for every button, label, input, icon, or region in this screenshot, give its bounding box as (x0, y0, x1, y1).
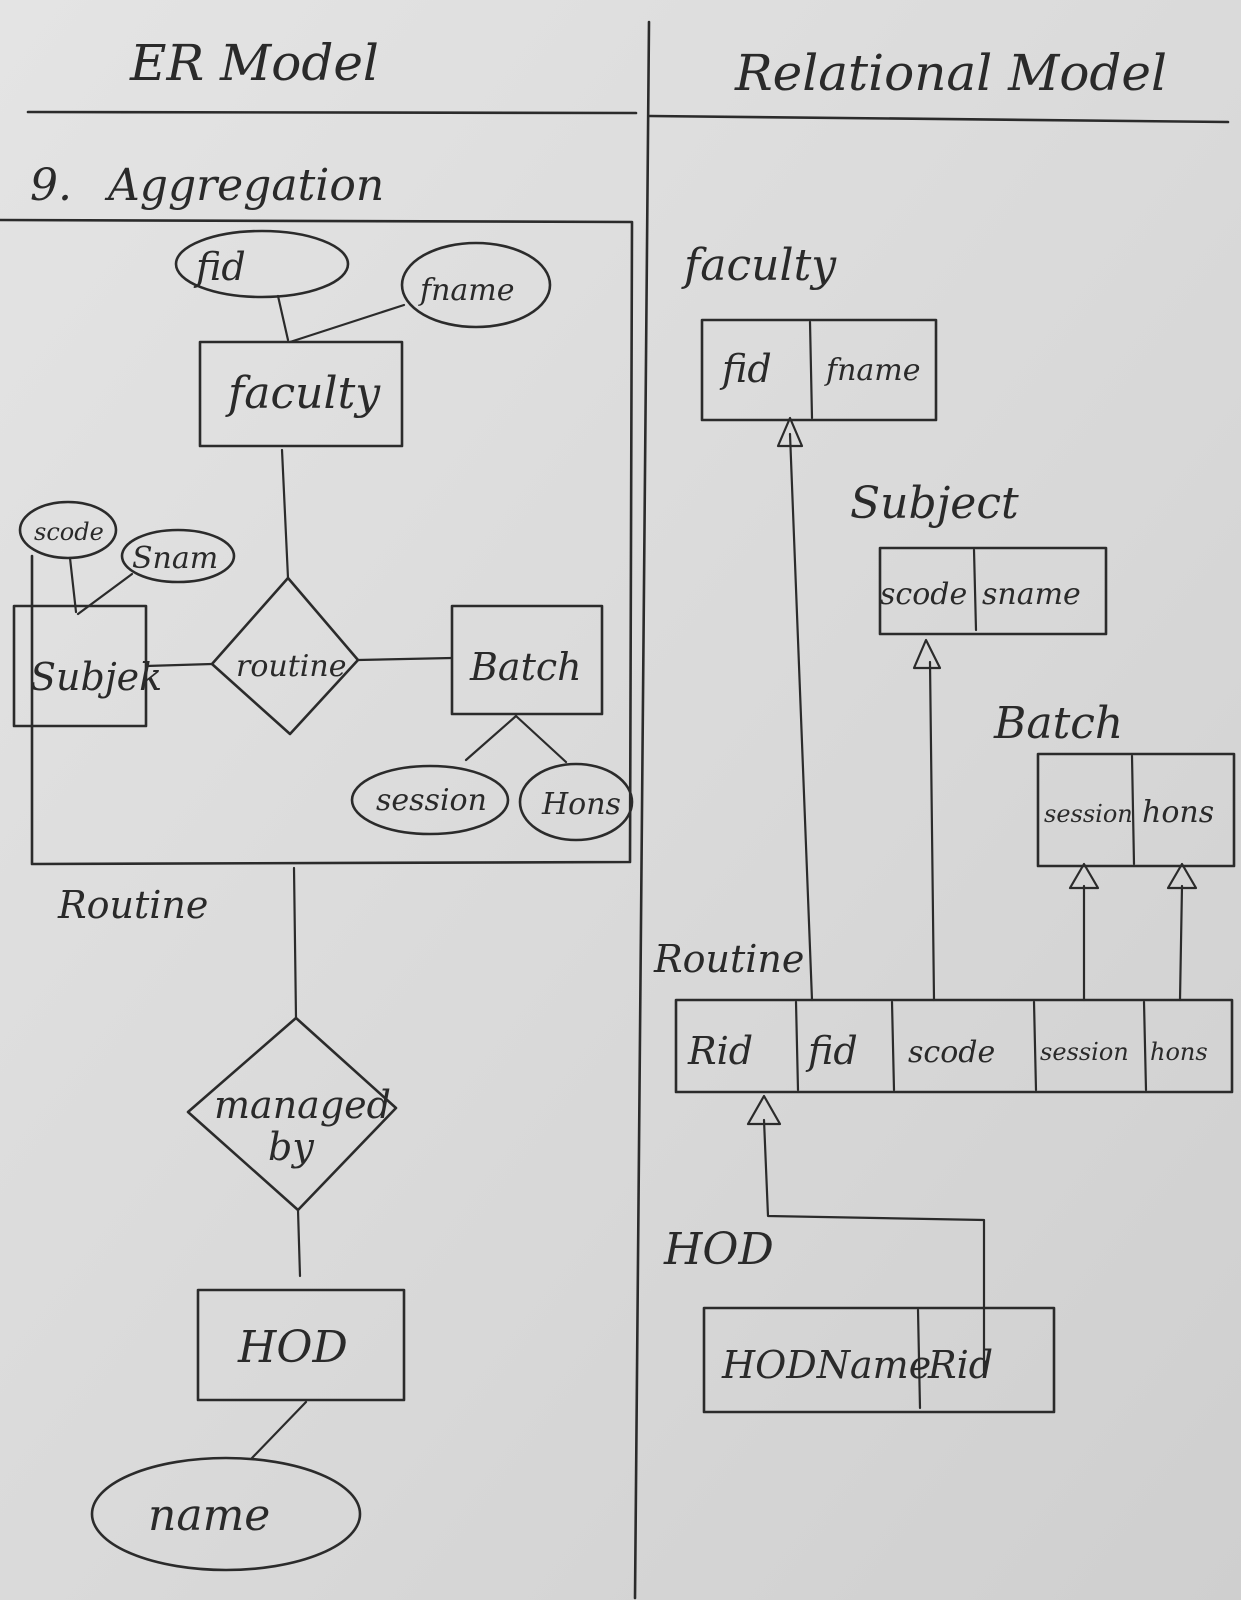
routine-table-divider-4 (1142, 1000, 1148, 1092)
session-attribute (350, 764, 510, 836)
batch-entity (450, 604, 604, 716)
routine-relationship (210, 576, 360, 736)
er-diagram: Routine fid fname faculty scode Snam Sub… (0, 218, 634, 1572)
fid-connector (276, 294, 290, 342)
session-attribute-label: session (376, 783, 487, 818)
fk-arrow-hons (1178, 884, 1184, 1002)
routine-table-divider-1 (794, 1000, 800, 1092)
batch-table-divider (1130, 754, 1136, 866)
routine-col-hons: hons (1150, 1038, 1208, 1066)
fid-attribute (174, 229, 350, 299)
relational-model-header: Relational Model (734, 44, 1167, 102)
faculty-table-title: faculty (681, 240, 837, 291)
faculty-col-fname: fname (824, 353, 921, 388)
routine-col-scode: scode (908, 1035, 995, 1070)
managedby-hod-connector (296, 1208, 302, 1278)
subject-entity-label: Subjek (30, 655, 162, 699)
sname-attribute (120, 528, 236, 584)
hod-col-hodname: HODName (721, 1343, 931, 1387)
subject-routine-connector (144, 662, 214, 668)
hod-table-title: HOD (663, 1224, 774, 1275)
faculty-table-divider (808, 320, 814, 420)
batch-table (1036, 752, 1236, 868)
hons-attribute (518, 762, 634, 842)
routine-relationship-label: routine (236, 649, 346, 684)
fid-attribute-label: fid (193, 245, 246, 289)
routine-table (674, 998, 1234, 1094)
fname-attribute-label: fname (418, 273, 515, 308)
batch-table-title: Batch (993, 698, 1123, 749)
subject-col-scode: scode (880, 577, 967, 612)
er-model-header: ER Model (129, 34, 379, 92)
hod-entity-label: HOD (237, 1322, 348, 1373)
fk-arrowhead-rid (746, 1094, 782, 1126)
faculty-col-fid: fid (719, 347, 772, 391)
routine-batch-connector (356, 656, 454, 662)
center-divider-line (633, 20, 651, 1600)
sname-attribute-label: Snam (132, 541, 218, 576)
batch-entity-label: Batch (469, 645, 582, 689)
faculty-table (700, 318, 938, 422)
name-attribute-label: name (148, 1490, 270, 1541)
routine-table-divider-2 (890, 1000, 896, 1092)
scode-connector (68, 556, 78, 614)
left-header-underline (26, 110, 638, 115)
managed-by-label-line1: managed (214, 1083, 391, 1127)
routine-table-title: Routine (653, 937, 804, 981)
routine-col-session: session (1040, 1038, 1129, 1066)
fk-arrowhead-fid (776, 416, 804, 448)
faculty-entity-label: faculty (225, 368, 381, 419)
subject-table-title: Subject (850, 478, 1019, 529)
scode-attribute-label: scode (34, 518, 104, 546)
hons-attribute-label: Hons (541, 787, 621, 822)
routine-table-divider-3 (1032, 1000, 1038, 1092)
fname-connector (288, 303, 406, 344)
fk-arrow-fid (788, 432, 814, 1002)
hod-col-rid: Rid (927, 1343, 993, 1387)
right-header-underline (648, 114, 1230, 124)
section-number: 9. (30, 160, 72, 211)
fk-arrowhead-hons (1166, 862, 1198, 890)
hod-entity (196, 1288, 406, 1402)
routine-col-fid: fid (805, 1029, 858, 1073)
batch-hons-connector (514, 714, 568, 764)
fk-arrow-rid (762, 1118, 986, 1374)
aggregation-box (0, 218, 634, 866)
scode-attribute (18, 500, 118, 560)
faculty-routine-connector (280, 448, 290, 580)
subject-table-divider (972, 548, 978, 632)
fname-attribute (400, 241, 552, 329)
subject-table (878, 546, 1108, 636)
batch-col-session: session (1044, 800, 1133, 828)
sname-connector (76, 572, 134, 616)
faculty-entity (198, 340, 404, 448)
routine-col-rid: Rid (687, 1029, 753, 1073)
fk-arrowhead-scode (912, 638, 942, 670)
name-attribute (90, 1456, 362, 1572)
subject-col-sname: sname (982, 577, 1081, 612)
batch-session-connector (464, 714, 518, 762)
fk-arrow-scode (928, 660, 936, 1002)
section-title: Aggregation (104, 160, 384, 211)
hod-table (702, 1306, 1056, 1414)
relational-diagram: faculty fid fname Subject scode sname Ba… (653, 240, 1236, 1414)
managed-by-label-line2: by (268, 1125, 314, 1169)
aggregation-managedby-connector (292, 866, 298, 1020)
hod-name-connector (250, 1400, 308, 1460)
batch-col-hons: hons (1142, 795, 1214, 830)
aggregation-label: Routine (57, 883, 208, 927)
hod-table-divider (916, 1308, 922, 1410)
fk-arrowhead-session (1068, 862, 1100, 890)
